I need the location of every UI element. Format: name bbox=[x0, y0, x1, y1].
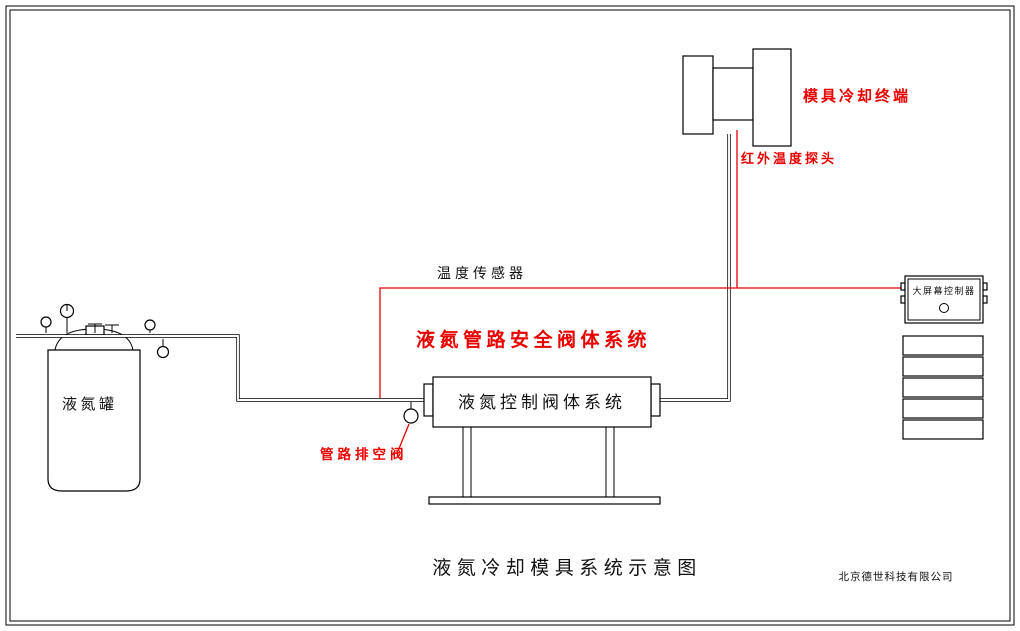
pressure-gauge-icon bbox=[40, 316, 52, 328]
hand-valve-icon bbox=[105, 324, 119, 333]
controller-cabinet bbox=[902, 335, 984, 440]
mold-terminal-label: 模具冷却终端 bbox=[803, 87, 911, 105]
sensor-wiring bbox=[379, 130, 905, 452]
control-box-body bbox=[432, 376, 652, 428]
left-flange bbox=[423, 383, 434, 417]
pipe-tank-to-control-box bbox=[16, 334, 428, 402]
mold-block-center bbox=[712, 67, 754, 121]
mold-block-left bbox=[682, 55, 714, 135]
pressure-gauge-icon bbox=[144, 319, 156, 331]
control-valve-system-label: 液氮控制阀体系统 bbox=[458, 393, 626, 413]
diagram-title: 液氮冷却模具系统示意图 bbox=[432, 557, 702, 579]
ln2-tank-label: 液氮罐 bbox=[62, 395, 118, 413]
tank-body bbox=[47, 349, 141, 492]
pipe-control-box-to-mold bbox=[656, 134, 731, 402]
temperature-sensor-label: 温度传感器 bbox=[437, 265, 527, 282]
controller-label: 大屏幕控制器 bbox=[912, 285, 975, 297]
safety-valve-system-label: 液氮管路安全阀体系统 bbox=[416, 328, 651, 351]
infrared-probe-label: 红外温度探头 bbox=[741, 151, 837, 167]
control-valve-box: 液氮控制阀体系统 bbox=[423, 376, 661, 428]
pipe-outline bbox=[656, 134, 731, 402]
cabinet-drawer bbox=[902, 356, 984, 377]
relief-valve-icon bbox=[156, 345, 170, 359]
cabinet-drawer bbox=[902, 335, 984, 356]
screen-controller: 大屏幕控制器 bbox=[900, 275, 988, 324]
inner-border bbox=[9, 9, 1011, 622]
hand-valve-icon bbox=[88, 323, 102, 333]
outer-border bbox=[5, 5, 1015, 626]
company-name: 北京德世科技有限公司 bbox=[839, 570, 954, 583]
mold-cooling-terminal: 模具冷却终端 红外温度探头 bbox=[682, 48, 911, 167]
controller-knob-icon bbox=[939, 303, 949, 313]
stand-base bbox=[428, 496, 661, 505]
vent-valve-label: 管路排空阀 bbox=[320, 446, 408, 463]
controller-inner-frame bbox=[907, 278, 981, 321]
mold-block-right bbox=[752, 48, 792, 147]
pipe-core bbox=[16, 335, 428, 401]
cabinet-drawer bbox=[902, 377, 984, 398]
pipe-core bbox=[656, 134, 730, 401]
pipeline-vent-valve bbox=[403, 402, 419, 424]
vent-valve-leader-line bbox=[397, 423, 410, 452]
temperature-sensor-wire bbox=[379, 287, 905, 398]
right-flange bbox=[650, 383, 661, 417]
cabinet-drawer bbox=[902, 398, 984, 419]
cabinet-drawer bbox=[902, 419, 984, 440]
tank-valve-assembly bbox=[40, 303, 170, 359]
vent-valve-icon bbox=[403, 408, 419, 424]
controller-body bbox=[904, 275, 984, 324]
stand-legs bbox=[462, 427, 615, 497]
control-box-stand bbox=[428, 427, 661, 505]
